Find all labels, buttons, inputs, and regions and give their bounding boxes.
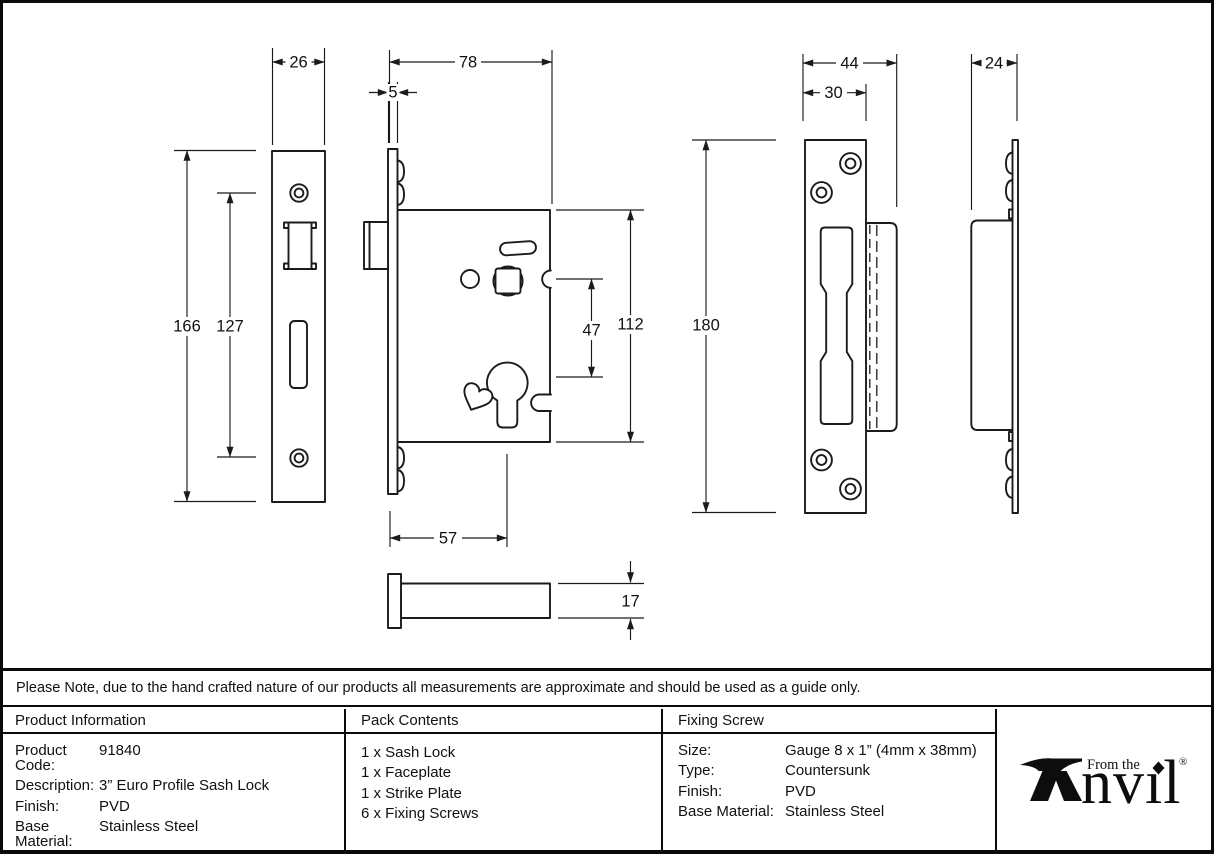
view-strike-plate-front: 44 30 180 (685, 54, 898, 514)
info-panel: Please Note, due to the hand crafted nat… (0, 668, 1214, 854)
pack-item: 6 x Fixing Screws (361, 805, 479, 823)
dim-label: 47 (582, 322, 600, 340)
section-title: Fixing Screw (663, 709, 995, 734)
logo-tagline: From the (1087, 757, 1140, 773)
dim-strike-plate-inner-width: 30 (802, 84, 867, 121)
spec-value: 91840 (99, 742, 141, 759)
dim-lock-body-height: 112 (556, 209, 651, 443)
technical-drawing: 26 166 127 (167, 48, 1019, 640)
pack-item: 1 x Strike Plate (361, 784, 462, 802)
dim-label: 17 (621, 593, 639, 611)
faceplate-side (387, 573, 402, 629)
dim-label: 166 (173, 318, 201, 336)
pack-contents-section: Pack Contents 1 x Sash Lock 1 x Faceplat… (346, 709, 663, 854)
dim-label: 30 (824, 84, 842, 102)
spec-value: Stainless Steel (99, 818, 199, 836)
registered-mark: ® (1179, 756, 1187, 768)
fixing-screw-section: Fixing Screw Size: Gauge 8 x 1” (4mm x 3… (663, 709, 997, 854)
slot-cutout (499, 240, 537, 257)
spec-value: PVD (99, 797, 130, 815)
spec-label: Finish: (678, 782, 723, 800)
dim-faceplate-thickness: 5 (369, 82, 417, 143)
dim-label: 180 (692, 317, 720, 335)
dim-label: 112 (617, 316, 643, 334)
product-information-section: Product Information Product Code: 91840 … (0, 709, 346, 854)
dim-strike-plate-width: 44 (802, 54, 898, 207)
spec-label: Product Code: (15, 742, 67, 774)
spec-value: Stainless Steel (785, 803, 885, 821)
dim-label: 44 (840, 55, 858, 73)
spec-label: Finish: (15, 797, 60, 815)
view-lock-body-side: 17 (387, 561, 645, 640)
spec-value: Gauge 8 x 1” (4mm x 38mm) (785, 742, 977, 759)
latch-bolt-side (363, 221, 389, 270)
dim-label: 127 (216, 318, 244, 336)
spec-value: PVD (785, 782, 816, 800)
anvil-icon (1019, 757, 1082, 801)
strike-lip (865, 222, 898, 432)
view-faceplate-front: 26 166 127 (167, 48, 326, 503)
hole (460, 269, 480, 289)
lever-cutout (463, 382, 494, 411)
dim-label: 24 (985, 55, 1003, 73)
diamond-icon (1152, 761, 1164, 774)
lock-case-side (400, 582, 551, 619)
section-title: Product Information (0, 709, 344, 734)
spindle-hole (494, 267, 522, 295)
strike-slot (819, 226, 854, 425)
latch-bolt (287, 221, 313, 270)
spec-label: Description: (15, 777, 95, 795)
spec-value: Countersunk (785, 762, 871, 780)
pack-item: 1 x Faceplate (361, 764, 452, 782)
section-title: Pack Contents (346, 709, 661, 734)
pack-item: 1 x Sash Lock (361, 744, 456, 761)
dim-lock-body-thickness: 17 (558, 561, 645, 640)
dim-spindle-to-cylinder: 47 (556, 278, 605, 378)
note-row: Please Note, due to the hand crafted nat… (0, 671, 1214, 707)
deadbolt-slot (289, 320, 308, 389)
dim-lock-body-width: 78 (388, 50, 553, 204)
strike-plate-side (1011, 139, 1019, 514)
dim-backset: 57 (389, 454, 508, 548)
view-strike-plate-side: 24 (970, 54, 1019, 514)
dim-label: 57 (439, 530, 457, 548)
dim-strike-plate-depth: 24 (970, 54, 1018, 210)
logo-brand-text: nvıl (1081, 752, 1181, 812)
dim-strike-plate-height: 180 (685, 139, 776, 514)
spec-value: 3” Euro Profile Sash Lock (99, 777, 270, 795)
faceplate-edge (387, 148, 399, 495)
dim-label: 5 (388, 84, 397, 102)
spec-label: Base Material: (678, 803, 774, 821)
note-text: Please Note, due to the hand crafted nat… (16, 680, 861, 696)
dim-label: 26 (289, 54, 307, 72)
dim-label: 78 (459, 54, 477, 72)
spec-label: Size: (678, 742, 712, 759)
spec-label: Base Material: (15, 818, 73, 851)
from-the-anvil-logo: From the nvıl ® (1019, 752, 1187, 812)
brand-logo-cell: From the nvıl ® (997, 709, 1214, 854)
spec-label: Type: (678, 762, 715, 780)
strike-lip-side (970, 219, 1014, 431)
view-lock-body-front: 78 5 112 47 (363, 50, 651, 548)
euro-cylinder-hole (486, 361, 529, 429)
dim-faceplate-width: 26 (271, 48, 326, 145)
